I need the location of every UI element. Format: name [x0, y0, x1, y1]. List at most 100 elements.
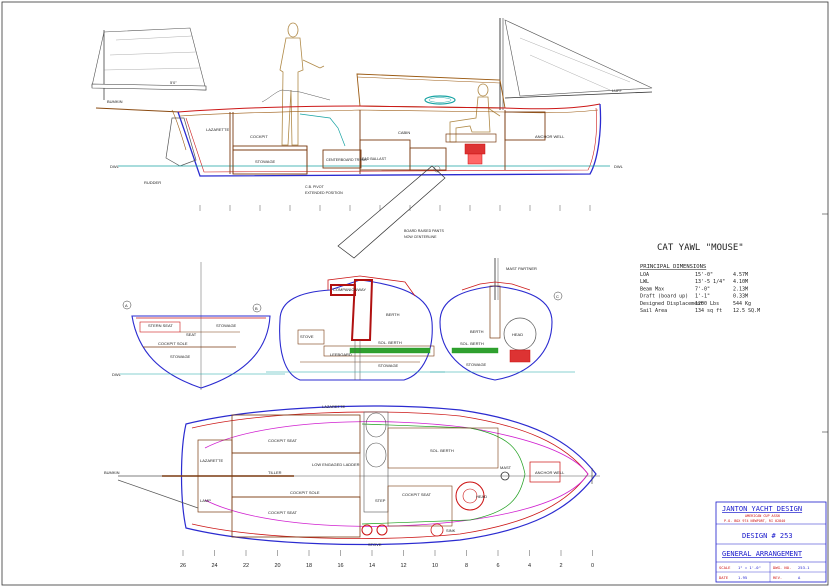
head-toilet: [464, 143, 486, 155]
cockpit-sole-label: COCKPIT SOLE: [158, 341, 188, 346]
dimension-label: Beam Max: [640, 286, 664, 292]
dimension-imperial: 1200 Lbs: [695, 301, 719, 307]
plan-cockpit-seat-top: COCKPIT SEAT: [268, 438, 298, 443]
section-a: A B DWL STERN SEAT SEAT STOWAGE COCKPIT …: [112, 262, 285, 390]
station-label: 6: [496, 563, 499, 569]
dimension-imperial: 7'-0": [695, 286, 710, 292]
coaming-line: [261, 89, 331, 103]
mizzen-sail-seam-1: [115, 35, 193, 41]
station-label: 22: [243, 563, 249, 569]
mizzen-sail-seam-2: [109, 51, 197, 56]
plan-lamp-label: LAMP: [200, 498, 211, 503]
dwl-fwd-label: DWL: [614, 164, 624, 169]
plan-berth: [387, 427, 499, 469]
plan-sink: [430, 523, 444, 537]
dimension-label: Designed Displacement: [640, 301, 703, 307]
company-address-1: AMERICAN CUP ASSN: [745, 514, 780, 518]
plan-hull: [180, 405, 597, 546]
plan-cockpit-seat-bottom: COCKPIT SEAT: [268, 510, 298, 515]
plan-head-label: HEAD: [476, 494, 487, 499]
section-b-stove: [297, 329, 325, 345]
section-b-bulkhead: [350, 279, 374, 341]
mizzen-sail-seam-3: [103, 67, 201, 71]
station-label: 10: [432, 563, 438, 569]
board-note-1: C.B. PIVOT: [305, 185, 325, 189]
portlight: [424, 95, 456, 105]
lazarette-label: LAZARETTE: [206, 127, 229, 132]
station-label: 4: [528, 563, 531, 569]
plan-burner-1: [361, 524, 373, 536]
main-sail-seam-2: [529, 54, 611, 91]
section-c-deck: [461, 281, 531, 291]
section-b-shelf: [323, 345, 435, 357]
dimension-imperial: 1'-1": [695, 294, 710, 300]
plan-cockpit-bottom: [231, 496, 361, 538]
cabin-roof: [356, 76, 501, 84]
section-b: COMPANIONWAY BERTH STOVE LEEBOARD SOL. B…: [266, 275, 445, 381]
main-sail: [504, 19, 653, 97]
cabin-label: CABIN: [398, 130, 410, 135]
lead-ballast-label: LEAD BALLAST: [360, 157, 387, 161]
dimension-metric: 544 Kg: [733, 301, 751, 307]
plan-head-inner: [462, 488, 478, 504]
plan-burner-2: [376, 524, 388, 536]
station-label: 12: [400, 563, 406, 569]
plan-berth-label: SOL. BERTH: [430, 448, 454, 453]
section-a-marker-text: A: [125, 303, 128, 308]
standing-figure: [279, 22, 325, 146]
companionway-label: COMPANIONWAY: [333, 287, 366, 292]
plan-view: BUMKIN LAZARETTE COCKPIT SEAT COCKPIT SE…: [104, 404, 600, 547]
berth-b-label: BERTH: [386, 312, 400, 317]
plan-green-cabin: [361, 423, 526, 525]
section-b-marker-text: B: [255, 306, 258, 311]
bumkin-line: [95, 107, 181, 113]
plan-head: [455, 481, 485, 511]
plan-magenta: [204, 421, 589, 527]
plan-cockpit-top: [231, 414, 361, 454]
station-label: 0: [591, 563, 594, 569]
stowage-c-label: STOWAGE: [466, 362, 487, 367]
plan-sink-label: SINK: [446, 528, 456, 533]
profile-station-ticks: [199, 205, 591, 211]
dimension-imperial: 15'-0": [695, 272, 713, 278]
dimension-metric: 2.13M: [733, 286, 748, 292]
head-base: [467, 153, 483, 165]
section-c-hull: [439, 285, 553, 381]
luff-label: LUFF: [612, 88, 623, 93]
cb-pivot: [433, 165, 441, 173]
plan-cockpit-seat-c: COCKPIT SEAT: [402, 492, 432, 497]
profile-view: 5'0" BUMKIN LUFF: [91, 18, 653, 259]
station-label: 20: [274, 563, 280, 569]
section-c: C MAST PARTNER BERTH SOL. BERTH HEAD STO…: [430, 258, 575, 381]
section-a-hull: [131, 315, 271, 389]
plan-lazarette-label: LAZARETTE: [200, 458, 223, 463]
station-label: 16: [337, 563, 343, 569]
dwl-aft-label: DWL: [110, 164, 120, 169]
seated-figure: [449, 83, 501, 143]
plan-stove-label: STOVE: [368, 542, 382, 547]
section-b-cabin: [327, 275, 416, 297]
dimension-label: LWL: [640, 279, 649, 285]
stern-seat-label: STERN SEAT: [148, 323, 173, 328]
section-a-stowage: STOWAGE: [170, 354, 191, 359]
scale-value: 1" = 1'-0": [738, 565, 761, 570]
stowage-a-label: STOWAGE: [216, 323, 237, 328]
date-value: 1-95: [738, 575, 747, 580]
plan-anchor-label: ANCHOR WELL: [535, 470, 565, 475]
design-title: CAT YAWL "MOUSE": [657, 243, 744, 253]
station-label: 2: [559, 563, 562, 569]
raised-note-1: BOARD RAISED PANTS: [404, 229, 444, 233]
section-b-hull: [279, 279, 433, 381]
section-a-seat: [139, 321, 181, 333]
plan-hatch-1: [365, 412, 387, 438]
plan-bumkin-label: BUMKIN: [104, 470, 120, 475]
station-label: 8: [465, 563, 468, 569]
dimensions-heading: PRINCIPAL DIMENSIONS: [640, 264, 706, 270]
deck-line: [179, 109, 599, 117]
plan-galley: [387, 485, 453, 527]
mast-partner-label: MAST PARTNER: [506, 266, 537, 271]
section-a-dwl-label: DWL: [112, 372, 122, 377]
